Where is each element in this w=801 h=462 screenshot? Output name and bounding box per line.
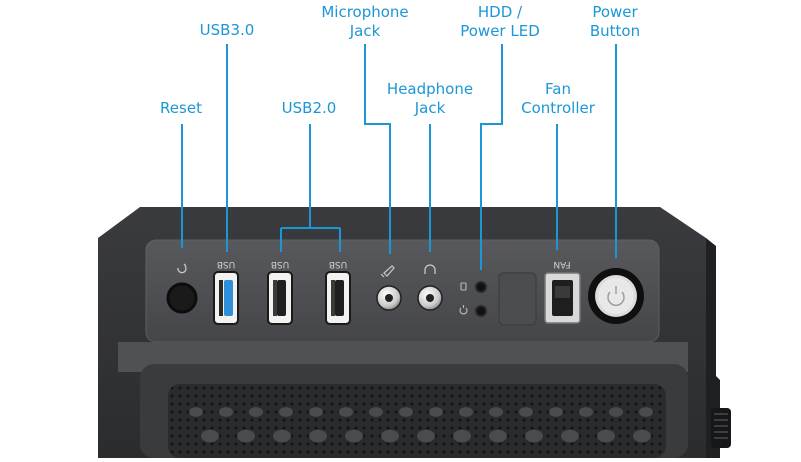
mesh-hole	[489, 407, 503, 417]
microphone-icon	[380, 265, 395, 278]
callout-power-line2: Button	[589, 22, 641, 40]
callout-microphone: Microphone Jack	[321, 3, 408, 41]
usb2-leader	[280, 124, 341, 252]
reset-icon	[177, 263, 187, 274]
callout-reset: Reset	[160, 99, 202, 118]
callout-headphone: Headphone Jack	[387, 80, 473, 118]
mesh-hole	[201, 429, 219, 443]
usb3-silkscreen: USB	[217, 259, 235, 269]
callout-hdd: HDD / Power LED	[460, 3, 540, 41]
callout-headphone-line2: Jack	[414, 99, 446, 117]
front-mesh	[168, 384, 666, 458]
callout-headphone-line1: Headphone	[386, 80, 474, 98]
power-led	[475, 305, 487, 317]
callout-fan-line2: Controller	[521, 99, 595, 117]
callout-hdd-line2: Power LED	[460, 22, 540, 40]
power-led-icon	[459, 305, 468, 315]
callout-usb3-line1: USB3.0	[199, 21, 255, 39]
callout-power-line1: Power	[592, 3, 638, 21]
mesh-hole	[519, 407, 533, 417]
mesh-hole	[339, 407, 353, 417]
reset-button	[166, 282, 198, 314]
callout-reset-line1: Reset	[160, 99, 202, 117]
callout-fan-line1: Fan	[545, 80, 571, 98]
mesh-hole	[345, 429, 363, 443]
mesh-hole	[549, 407, 563, 417]
mesh-hole	[273, 429, 291, 443]
callout-power: Power Button	[590, 3, 640, 41]
callout-microphone-line1: Microphone	[321, 3, 409, 21]
mesh-hole	[639, 407, 653, 417]
callout-fan: Fan Controller	[521, 80, 595, 118]
callout-usb2: USB2.0	[282, 99, 337, 118]
mesh-hole	[633, 429, 651, 443]
leader-lines	[181, 44, 617, 270]
callout-usb2-line1: USB2.0	[281, 99, 337, 117]
headphone-icon	[424, 264, 436, 274]
mesh-hole	[369, 407, 383, 417]
usb2-silkscreen-2: USB	[329, 259, 347, 269]
mesh-hole	[489, 429, 507, 443]
mesh-hole	[429, 407, 443, 417]
microphone-leader	[364, 44, 391, 254]
mesh-hole	[237, 429, 255, 443]
mesh-hole	[381, 429, 399, 443]
mesh-highlights	[189, 407, 653, 443]
usb2-port-2	[325, 271, 351, 325]
mesh-hole	[453, 429, 471, 443]
blank-recess	[498, 272, 537, 326]
usb3-port	[213, 271, 239, 325]
mesh-hole	[399, 407, 413, 417]
mesh-hole	[417, 429, 435, 443]
fan-silkscreen: FAN	[553, 259, 570, 269]
callout-usb3: USB3.0	[200, 21, 255, 40]
mesh-hole	[309, 407, 323, 417]
mesh-hole	[609, 407, 623, 417]
mesh-hole	[579, 407, 593, 417]
hdd-leader	[480, 44, 503, 270]
mesh-hole	[279, 407, 293, 417]
mesh-hole	[597, 429, 615, 443]
usb2-port-1	[267, 271, 293, 325]
mesh-hole	[459, 407, 473, 417]
usb2-silkscreen-1: USB	[271, 259, 289, 269]
chassis-side-right	[706, 238, 720, 458]
hdd-led	[475, 281, 487, 293]
power-icon	[607, 286, 625, 306]
mesh-hole	[219, 407, 233, 417]
mesh-hole	[309, 429, 327, 443]
mesh-hole	[189, 407, 203, 417]
mesh-hole	[525, 429, 543, 443]
mesh-hole	[249, 407, 263, 417]
hdd-led-icon	[460, 282, 467, 291]
mesh-hole	[561, 429, 579, 443]
callout-microphone-line2: Jack	[349, 22, 381, 40]
callout-hdd-line1: HDD /	[477, 3, 523, 21]
